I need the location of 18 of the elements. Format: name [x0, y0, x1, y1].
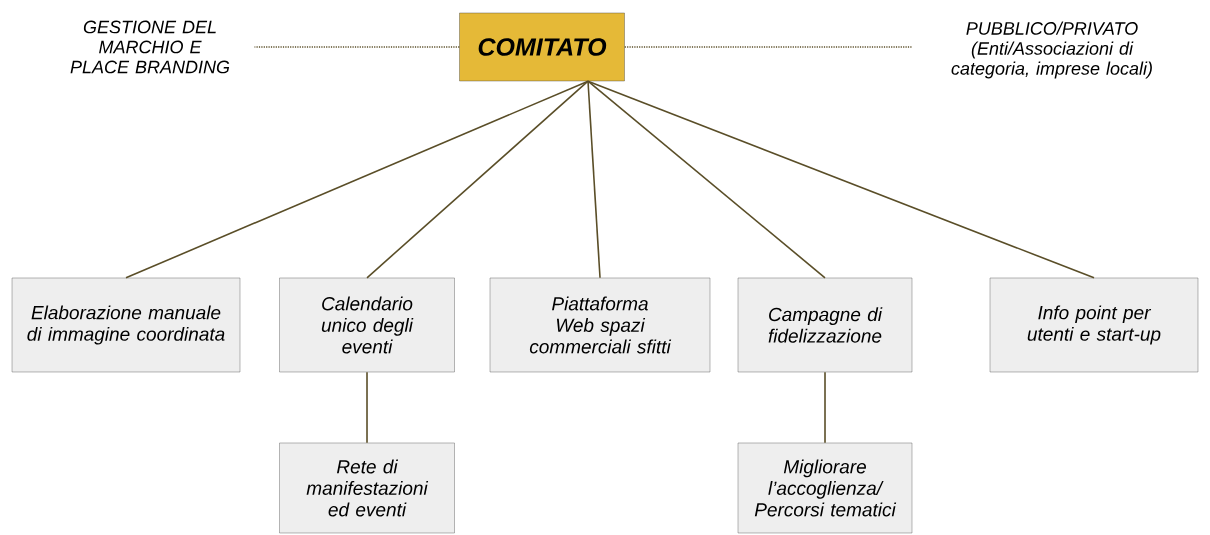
connector-line	[125, 80, 589, 279]
connector-line	[824, 371, 826, 444]
activity-box: Migliorare l’accoglienza/ Percorsi tematici	[737, 442, 913, 534]
connector-line	[587, 80, 1095, 279]
activity-box: Calendario unico degli eventi	[279, 277, 455, 373]
connector-line	[366, 80, 589, 279]
text-label: GESTIONE DEL MARCHIO E PLACE BRANDING	[70, 20, 230, 74]
activity-box: Campagne di fidelizzazione	[737, 277, 913, 373]
connector-line	[587, 80, 826, 279]
committee-box: COMITATO	[459, 12, 625, 82]
connector-line	[623, 46, 914, 48]
connector-line	[366, 371, 368, 444]
text-label: PUBBLICO/PRIVATO (Enti/Associazioni di categoria, imprese locali)	[951, 21, 1152, 79]
connector-line	[587, 80, 601, 279]
activity-box: Rete di manifestazioni ed eventi	[279, 442, 455, 534]
activity-box: Info point per utenti e start-up	[989, 277, 1199, 373]
activity-box: Elaborazione manuale di immagine coordinata	[11, 277, 241, 373]
activity-box: Piattaforma Web spazi commerciali sfitti	[489, 277, 711, 373]
